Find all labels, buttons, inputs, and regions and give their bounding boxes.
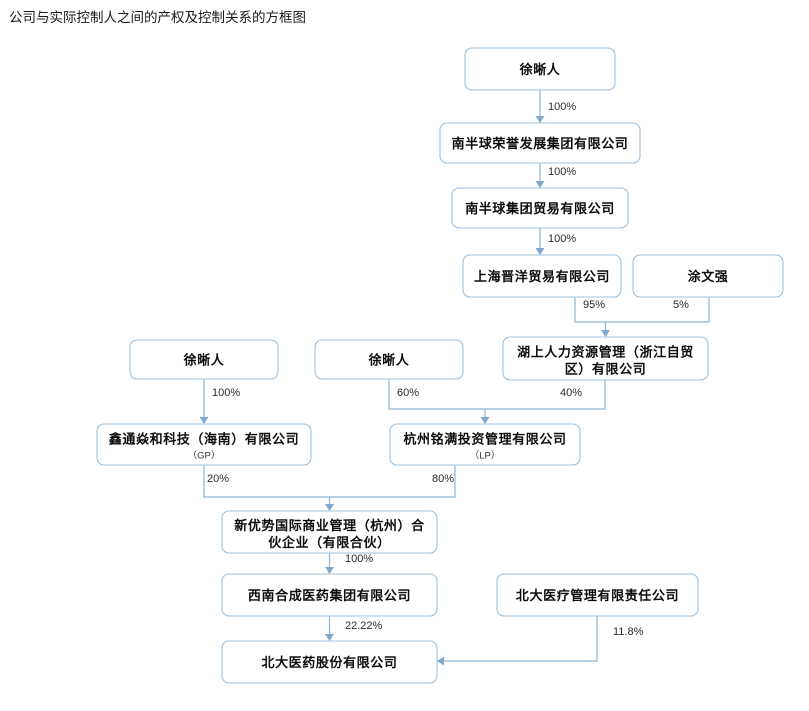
edge-label-xinyoushi-xinan: 100% — [345, 553, 373, 565]
edge-label-xu3-mingman: 60% — [397, 387, 419, 399]
node-jinyang[interactable]: 上海晋洋贸易有限公司 — [462, 254, 622, 298]
node-label: 北大医疗管理有限责任公司 — [516, 588, 679, 603]
arrowhead-icon — [325, 634, 334, 641]
edges-layer — [199, 90, 710, 666]
edge-label-mingman-xinyoushi: 80% — [432, 473, 454, 485]
node-label: 徐晰人 — [183, 353, 225, 368]
node-xintong[interactable]: 鑫通焱和科技（海南）有限公司 （GP） — [96, 423, 312, 466]
edge-label-jinyang-hushang: 95% — [583, 299, 605, 311]
edge-jinyang-tuwenqiang-bar — [574, 297, 710, 323]
node-label: 西南合成医药集团有限公司 — [248, 588, 411, 603]
edge-label-xintong-xinyoushi: 20% — [207, 473, 229, 485]
node-label: 南半球集团贸易有限公司 — [465, 201, 615, 216]
edge-label-hushang-mingman: 40% — [560, 387, 582, 399]
arrowhead-icon — [325, 504, 334, 511]
edge-label-tuwenqiang-hushang: 5% — [673, 299, 689, 311]
node-label: 北大医药股份有限公司 — [261, 655, 397, 670]
edge-label-nanbanqiu2-jinyang: 100% — [548, 233, 576, 245]
node-label: 涂文强 — [688, 269, 729, 284]
node-label: 新优势国际商业管理（杭州）合 — [234, 518, 425, 533]
arrowhead-icon — [535, 181, 545, 188]
node-sublabel: （GP） — [188, 450, 221, 462]
arrowhead-icon — [480, 417, 490, 424]
page-title: 公司与实际控制人之间的产权及控制关系的方框图 — [9, 10, 306, 25]
nodes-layer: 徐晰人南半球荣誉发展集团有限公司南半球集团贸易有限公司上海晋洋贸易有限公司涂文强… — [96, 47, 784, 684]
arrowhead-icon — [535, 116, 545, 123]
node-xu2[interactable]: 徐晰人 — [129, 339, 279, 380]
edge-label-nanbanqiu1-nanbanqiu2: 100% — [548, 166, 576, 178]
edge-label-xu1-nanbanqiu1: 100% — [548, 101, 576, 113]
node-label: 徐晰人 — [368, 353, 410, 368]
node-label: 杭州铭满投资管理有限公司 — [403, 432, 566, 447]
node-xu1[interactable]: 徐晰人 — [464, 47, 616, 91]
node-label: 鑫通焱和科技（海南）有限公司 — [108, 432, 299, 447]
node-tuwenqiang[interactable]: 涂文强 — [632, 254, 784, 298]
node-nanbanqiu1[interactable]: 南半球荣誉发展集团有限公司 — [439, 122, 641, 164]
edge-label-xinan-beidayiyao: 22.22% — [345, 620, 383, 632]
node-mingman[interactable]: 杭州铭满投资管理有限公司 （LP） — [389, 423, 581, 466]
edge-xu3-hushang-bar — [388, 379, 606, 410]
arrowhead-icon — [325, 567, 334, 574]
node-nanbanqiu2[interactable]: 南半球集团贸易有限公司 — [451, 187, 629, 229]
node-xinan[interactable]: 西南合成医药集团有限公司 — [221, 573, 438, 617]
node-label: 湖上人力资源管理（浙江自贸 — [517, 345, 694, 360]
node-label: 上海晋洋贸易有限公司 — [474, 269, 610, 284]
node-xu3[interactable]: 徐晰人 — [314, 339, 464, 380]
node-beidayiyao[interactable]: 北大医药股份有限公司 — [221, 640, 438, 684]
node-label-line2: 区）有限公司 — [565, 362, 647, 377]
edge-label-xu2-xintong: 100% — [212, 387, 240, 399]
node-label: 南半球荣誉发展集团有限公司 — [452, 136, 629, 151]
node-sublabel: （LP） — [470, 450, 501, 462]
node-label-line2: 伙企业（有限合伙） — [268, 535, 390, 550]
edge-xintong-mingman-bar — [203, 465, 456, 498]
arrowhead-icon — [601, 330, 610, 337]
edge-label-beidayiliao-beidayiyao: 11.8% — [613, 626, 644, 638]
arrowhead-icon — [535, 248, 545, 255]
edge-beidayiliao-beidayiyao — [437, 616, 598, 662]
node-label: 徐晰人 — [519, 62, 561, 77]
node-beidayiliao[interactable]: 北大医疗管理有限责任公司 — [496, 573, 699, 617]
arrowhead-icon — [437, 656, 444, 666]
edge-labels-layer: 100% 100% 100% 95% 5% 100% 60% 40% 20% 80% 100% 22.… — [207, 101, 689, 638]
arrowhead-icon — [199, 417, 209, 424]
